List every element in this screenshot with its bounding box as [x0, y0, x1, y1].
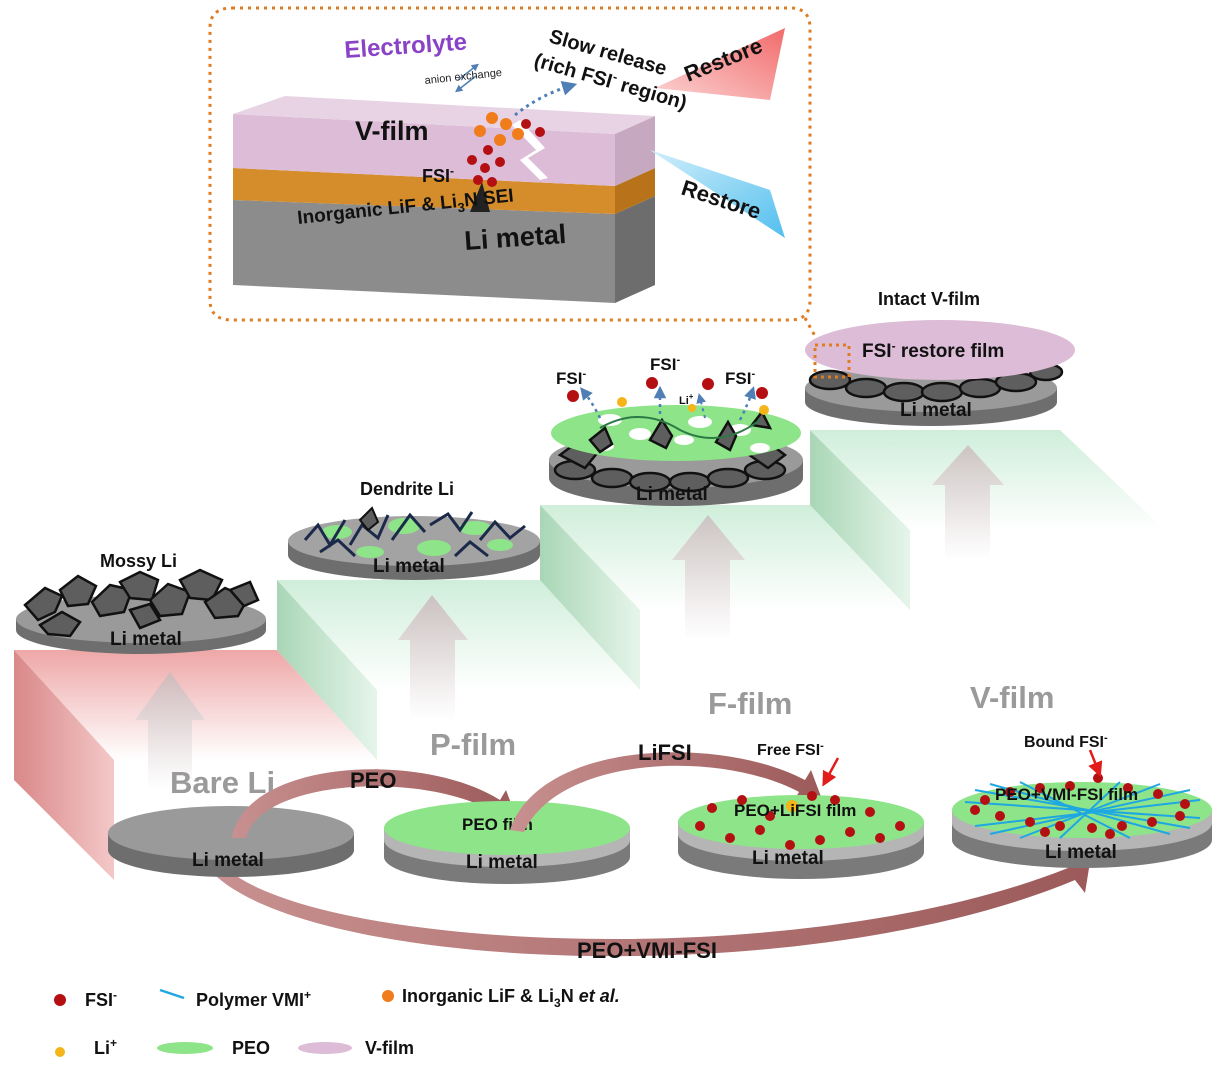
- lifsi-arc: [510, 752, 823, 832]
- fstage-fsi-2: FSI-: [650, 354, 680, 374]
- intact-pebbles: [808, 362, 1064, 403]
- legend-vfilm: V-film: [365, 1038, 414, 1058]
- lifsi-free-fsi: [695, 791, 905, 850]
- fstage-fsi-3: FSI-: [725, 368, 755, 388]
- dendrite-branches: [303, 511, 526, 558]
- lifsi-film-label: PEO+LiFSI film: [734, 801, 856, 820]
- vmi-bound-fsi: [970, 773, 1190, 839]
- mossy-label: Mossy Li: [100, 551, 177, 571]
- release-arrow: [514, 80, 578, 117]
- disk-lifsi: PEO+LiFSI film Li metal Free FSI-: [678, 740, 924, 879]
- inset-electrolyte: Electrolyte: [344, 28, 468, 63]
- legend-polymer: Polymer VMI+: [196, 988, 311, 1010]
- legend-li-swatch: [55, 1047, 65, 1057]
- free-fsi-pointer: [822, 757, 840, 787]
- legend-inorganic: Inorganic LiF & Li3N et al.: [402, 986, 620, 1010]
- block-sei-front: [233, 168, 615, 214]
- mossy-metal: Li metal: [110, 629, 182, 650]
- inset-particles: [467, 112, 545, 187]
- inset-panel: Electrolyte anion exchange Slow release …: [208, 6, 822, 346]
- fstage-fsi-1: FSI-: [556, 368, 586, 388]
- peo-arc: [232, 769, 518, 838]
- vmi-film-label: PEO+VMI-FSI film: [995, 785, 1138, 804]
- up-arrow-2: [398, 595, 468, 720]
- disk-vmi: PEO+VMI-FSI film Li metal Bound FSI-: [952, 732, 1212, 868]
- legend-fsi: FSI-: [85, 988, 117, 1010]
- legend: FSI- Polymer VMI+ Inorganic LiF & Li3N e…: [54, 986, 620, 1058]
- block-li-side: [615, 196, 655, 303]
- route-arc: [210, 858, 1090, 957]
- bound-fsi-pointer: [1088, 749, 1103, 777]
- legend-inorganic-swatch: [382, 990, 394, 1002]
- intact-label: Intact V-film: [878, 289, 980, 309]
- lifsi-label: LiFSI: [638, 740, 692, 765]
- step-bare-side: [14, 650, 114, 880]
- block-vfilm-side: [615, 116, 655, 186]
- step-f-riser: [540, 505, 640, 690]
- staircase: [14, 430, 1165, 880]
- bound-fsi-label: Bound FSI-: [1024, 732, 1108, 751]
- up-arrow-1: [135, 672, 205, 790]
- step-p-riser: [277, 580, 377, 760]
- legend-vfilm-swatch: [298, 1042, 352, 1054]
- fstage-metal: Li metal: [636, 484, 708, 505]
- step-label-f: F-film: [708, 686, 792, 721]
- mossy-flakes: [23, 568, 260, 638]
- inset-li-metal: Li metal: [463, 219, 567, 256]
- block-li-front: [233, 200, 615, 303]
- step-v-riser: [810, 430, 910, 610]
- lifsi-metal: Li metal: [752, 848, 824, 869]
- intact-film: FSI- restore film: [862, 339, 1004, 362]
- free-fsi-label: Free FSI-: [757, 740, 824, 759]
- anion-arrow-1: [457, 63, 479, 81]
- legend-fsi-swatch: [54, 994, 66, 1006]
- up-arrow-3: [672, 515, 745, 640]
- vmi-metal: Li metal: [1045, 842, 1117, 863]
- disk-peo: PEO film Li metal: [384, 801, 630, 884]
- step-label-p: P-film: [430, 727, 516, 762]
- dendrite-metal: Li metal: [373, 556, 445, 577]
- inset-fsi: FSI-: [422, 164, 454, 186]
- step-label-bare: Bare Li: [170, 765, 275, 800]
- anion-arrow-2: [455, 75, 477, 93]
- dendrite-label: Dendrite Li: [360, 479, 454, 499]
- up-arrow-4: [932, 445, 1004, 560]
- intact-zoom-box: [813, 343, 851, 379]
- peo-metal: Li metal: [466, 852, 538, 873]
- inset-anion-exchange: anion exchange: [424, 67, 503, 87]
- dendrite-spike: [470, 182, 490, 212]
- step-bare-top: [14, 650, 377, 760]
- disk-bare: Li metal: [108, 806, 354, 877]
- stage-mossy: Mossy Li Li metal: [16, 551, 266, 654]
- legend-polymer-swatch: [159, 988, 185, 1000]
- peo-label: PEO: [350, 768, 396, 793]
- block-sei-side: [615, 168, 655, 214]
- route-label: PEO+VMI-FSI: [577, 938, 717, 963]
- inset-vfilm: V-film: [355, 116, 429, 146]
- legend-peo-swatch: [157, 1042, 213, 1054]
- bare-metal: Li metal: [192, 850, 264, 871]
- crack: [512, 120, 548, 180]
- intact-metal: Li metal: [900, 400, 972, 421]
- restore-arrow-blue: [650, 150, 785, 238]
- fstage-li: Li+: [679, 392, 694, 407]
- legend-peo: PEO: [232, 1038, 270, 1058]
- restore-arrow-red: [655, 28, 785, 100]
- block-vfilm-top: [233, 96, 655, 134]
- legend-li: Li+: [94, 1036, 117, 1058]
- stage-dendrite: Dendrite Li Li metal: [288, 479, 540, 580]
- stage-fstage: FSI- FSI- FSI- Li+ Li metal: [549, 354, 803, 506]
- stage-intact: Intact V-film FSI- restore film Li metal: [805, 289, 1075, 426]
- step-label-v: V-film: [970, 680, 1054, 715]
- fstage-pebbles: [553, 438, 788, 493]
